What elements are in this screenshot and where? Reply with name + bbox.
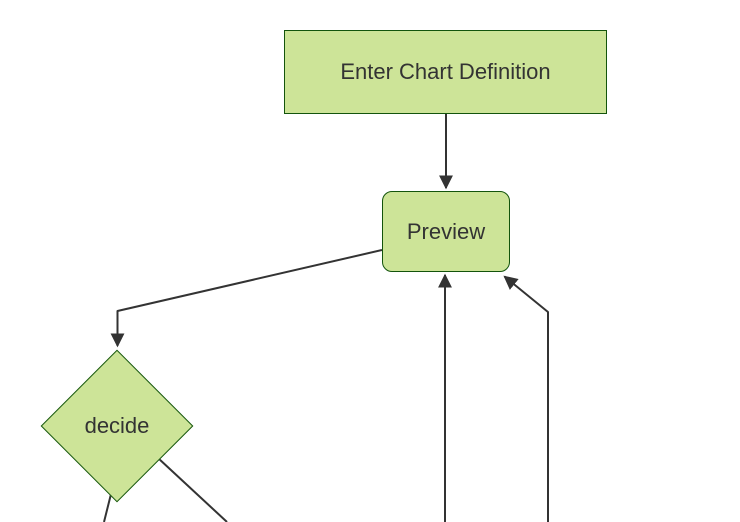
node-enter-chart-definition-label: Enter Chart Definition [340, 59, 551, 84]
node-enter-chart-definition: Enter Chart Definition [284, 30, 607, 114]
edge-decide-down-right [157, 457, 228, 522]
edge-preview-to-decide [110, 249, 383, 348]
node-decide-label: decide [84, 413, 150, 438]
edge-bottom-right-to-preview [503, 275, 549, 522]
node-preview: Preview [382, 191, 510, 272]
node-preview-label: Preview [406, 218, 486, 244]
